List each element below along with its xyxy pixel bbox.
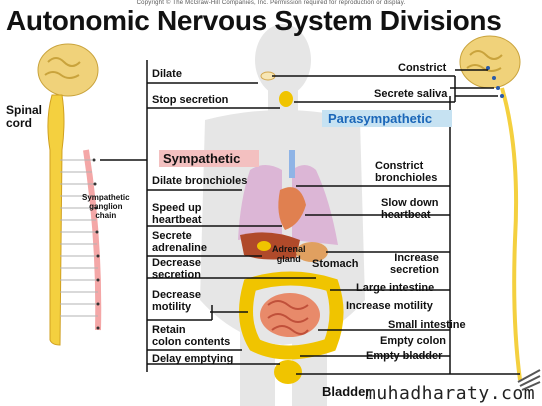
adrenal-gland-label: Adrenal gland [272,244,306,264]
vagus-nerve-icon [500,87,522,381]
para-effect-eye: Constrict [398,62,447,74]
bladder-label: Bladder [322,384,371,399]
watermark: muhadharaty.com [365,383,536,404]
heart-icon [278,187,306,230]
bladder-icon [274,360,302,384]
stomach-icon [296,242,328,262]
symp-effect-saliva: Stop secretion [152,94,229,106]
salivary-gland-icon [279,91,293,107]
copyright-notice: Copyright © The McGraw-Hill Companies, I… [136,0,406,6]
symp-effect-colon: Retain colon contents [152,324,231,348]
symp-effect-heart: Speed up heartbeat [152,202,202,226]
symp-effect-bronchioles: Dilate bronchioles [152,175,248,187]
parasympathetic-label: Parasympathetic [322,110,452,127]
stomach-label: Stomach [312,258,359,270]
large-intestine-icon [239,271,344,360]
symp-effect-stomach: Decrease secretion [152,257,201,281]
sympathetic-label: Sympathetic [159,150,259,167]
spinal-cord-icon [47,94,65,346]
symp-effect-bladder: Delay emptying [152,353,234,365]
ganglion-chain-label: Sympathetic ganglion chain [82,193,130,220]
sacral-nerve-icon [517,369,541,391]
large-intestine-label: Large intestine [356,282,435,294]
para-effect-bladder: Empty bladder [366,350,443,362]
para-effect-heart: Slow down heartbeat [381,197,439,221]
adrenal-icon [257,241,271,251]
trachea-icon [289,150,295,178]
page-title: Autonomic Nervous System Divisions [6,5,502,36]
left-brain-icon [37,43,99,97]
para-effect-colon: Empty colon [380,335,447,347]
spinal-cord-label: Spinal cord [6,103,43,130]
symp-effect-adrenal: Secrete adrenaline [152,230,208,254]
lungs-icon [238,165,338,245]
para-effect-saliva: Secrete saliva [374,88,448,100]
symp-effect-intestine: Decrease motility [152,289,201,313]
symp-effect-eye: Dilate [152,68,182,80]
para-effect-stomach: Increase secretion [390,252,439,276]
para-effect-bronchioles: Constrict bronchioles [375,160,438,184]
ganglion-chain-icon [83,149,102,331]
small-intestine-icon [260,293,320,337]
para-effect-intestine: Increase motility [346,300,433,312]
small-intestine-label: Small intestine [388,319,466,331]
right-brain-icon [459,35,521,89]
